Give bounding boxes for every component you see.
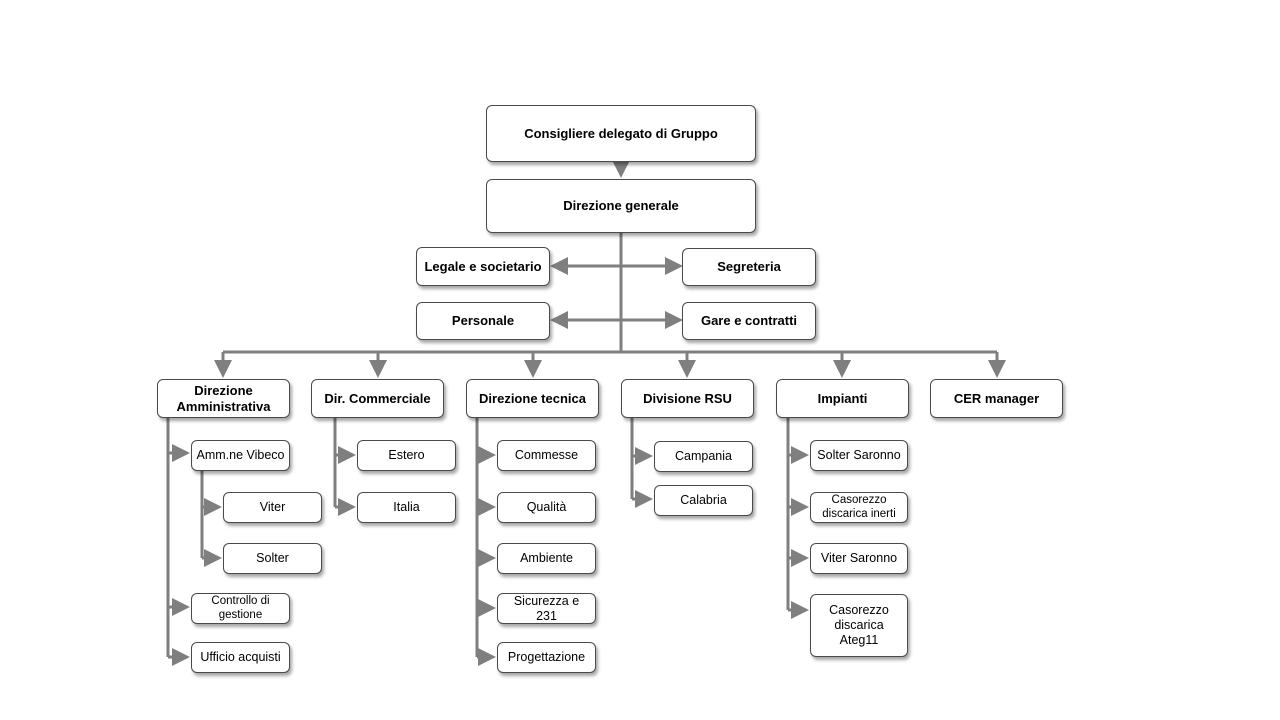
node-ufficio-acquisti: Ufficio acquisti (191, 642, 290, 673)
node-amm-vibeco: Amm.ne Vibeco (191, 440, 290, 471)
node-qualita: Qualità (497, 492, 596, 523)
node-sicurezza-231: Sicurezza e 231 (497, 593, 596, 624)
node-solter: Solter (223, 543, 322, 574)
node-cer-manager: CER manager (930, 379, 1063, 418)
node-viter-saronno: Viter Saronno (810, 543, 908, 574)
node-campania: Campania (654, 441, 753, 472)
node-gare-contratti: Gare e contratti (682, 302, 816, 340)
node-segreteria: Segreteria (682, 248, 816, 286)
node-solter-saronno: Solter Saronno (810, 440, 908, 471)
node-italia: Italia (357, 492, 456, 523)
node-commesse: Commesse (497, 440, 596, 471)
node-direzione-amministrativa: Direzione Amministrativa (157, 379, 290, 418)
node-legale-societario: Legale e societario (416, 247, 550, 286)
node-viter: Viter (223, 492, 322, 523)
node-direzione-generale: Direzione generale (486, 179, 756, 233)
node-casorezzo-inerti: Casorezzo discarica inerti (810, 492, 908, 523)
node-divisione-rsu: Divisione RSU (621, 379, 754, 418)
node-progettazione: Progettazione (497, 642, 596, 673)
node-personale: Personale (416, 302, 550, 340)
node-ambiente: Ambiente (497, 543, 596, 574)
node-direzione-tecnica: Direzione tecnica (466, 379, 599, 418)
node-consigliere-delegato: Consigliere delegato di Gruppo (486, 105, 756, 162)
node-dir-commerciale: Dir. Commerciale (311, 379, 444, 418)
node-calabria: Calabria (654, 485, 753, 516)
node-casorezzo-ateg11: Casorezzo discarica Ateg11 (810, 594, 908, 657)
node-controllo-gestione: Controllo di gestione (191, 593, 290, 624)
node-impianti: Impianti (776, 379, 909, 418)
node-estero: Estero (357, 440, 456, 471)
